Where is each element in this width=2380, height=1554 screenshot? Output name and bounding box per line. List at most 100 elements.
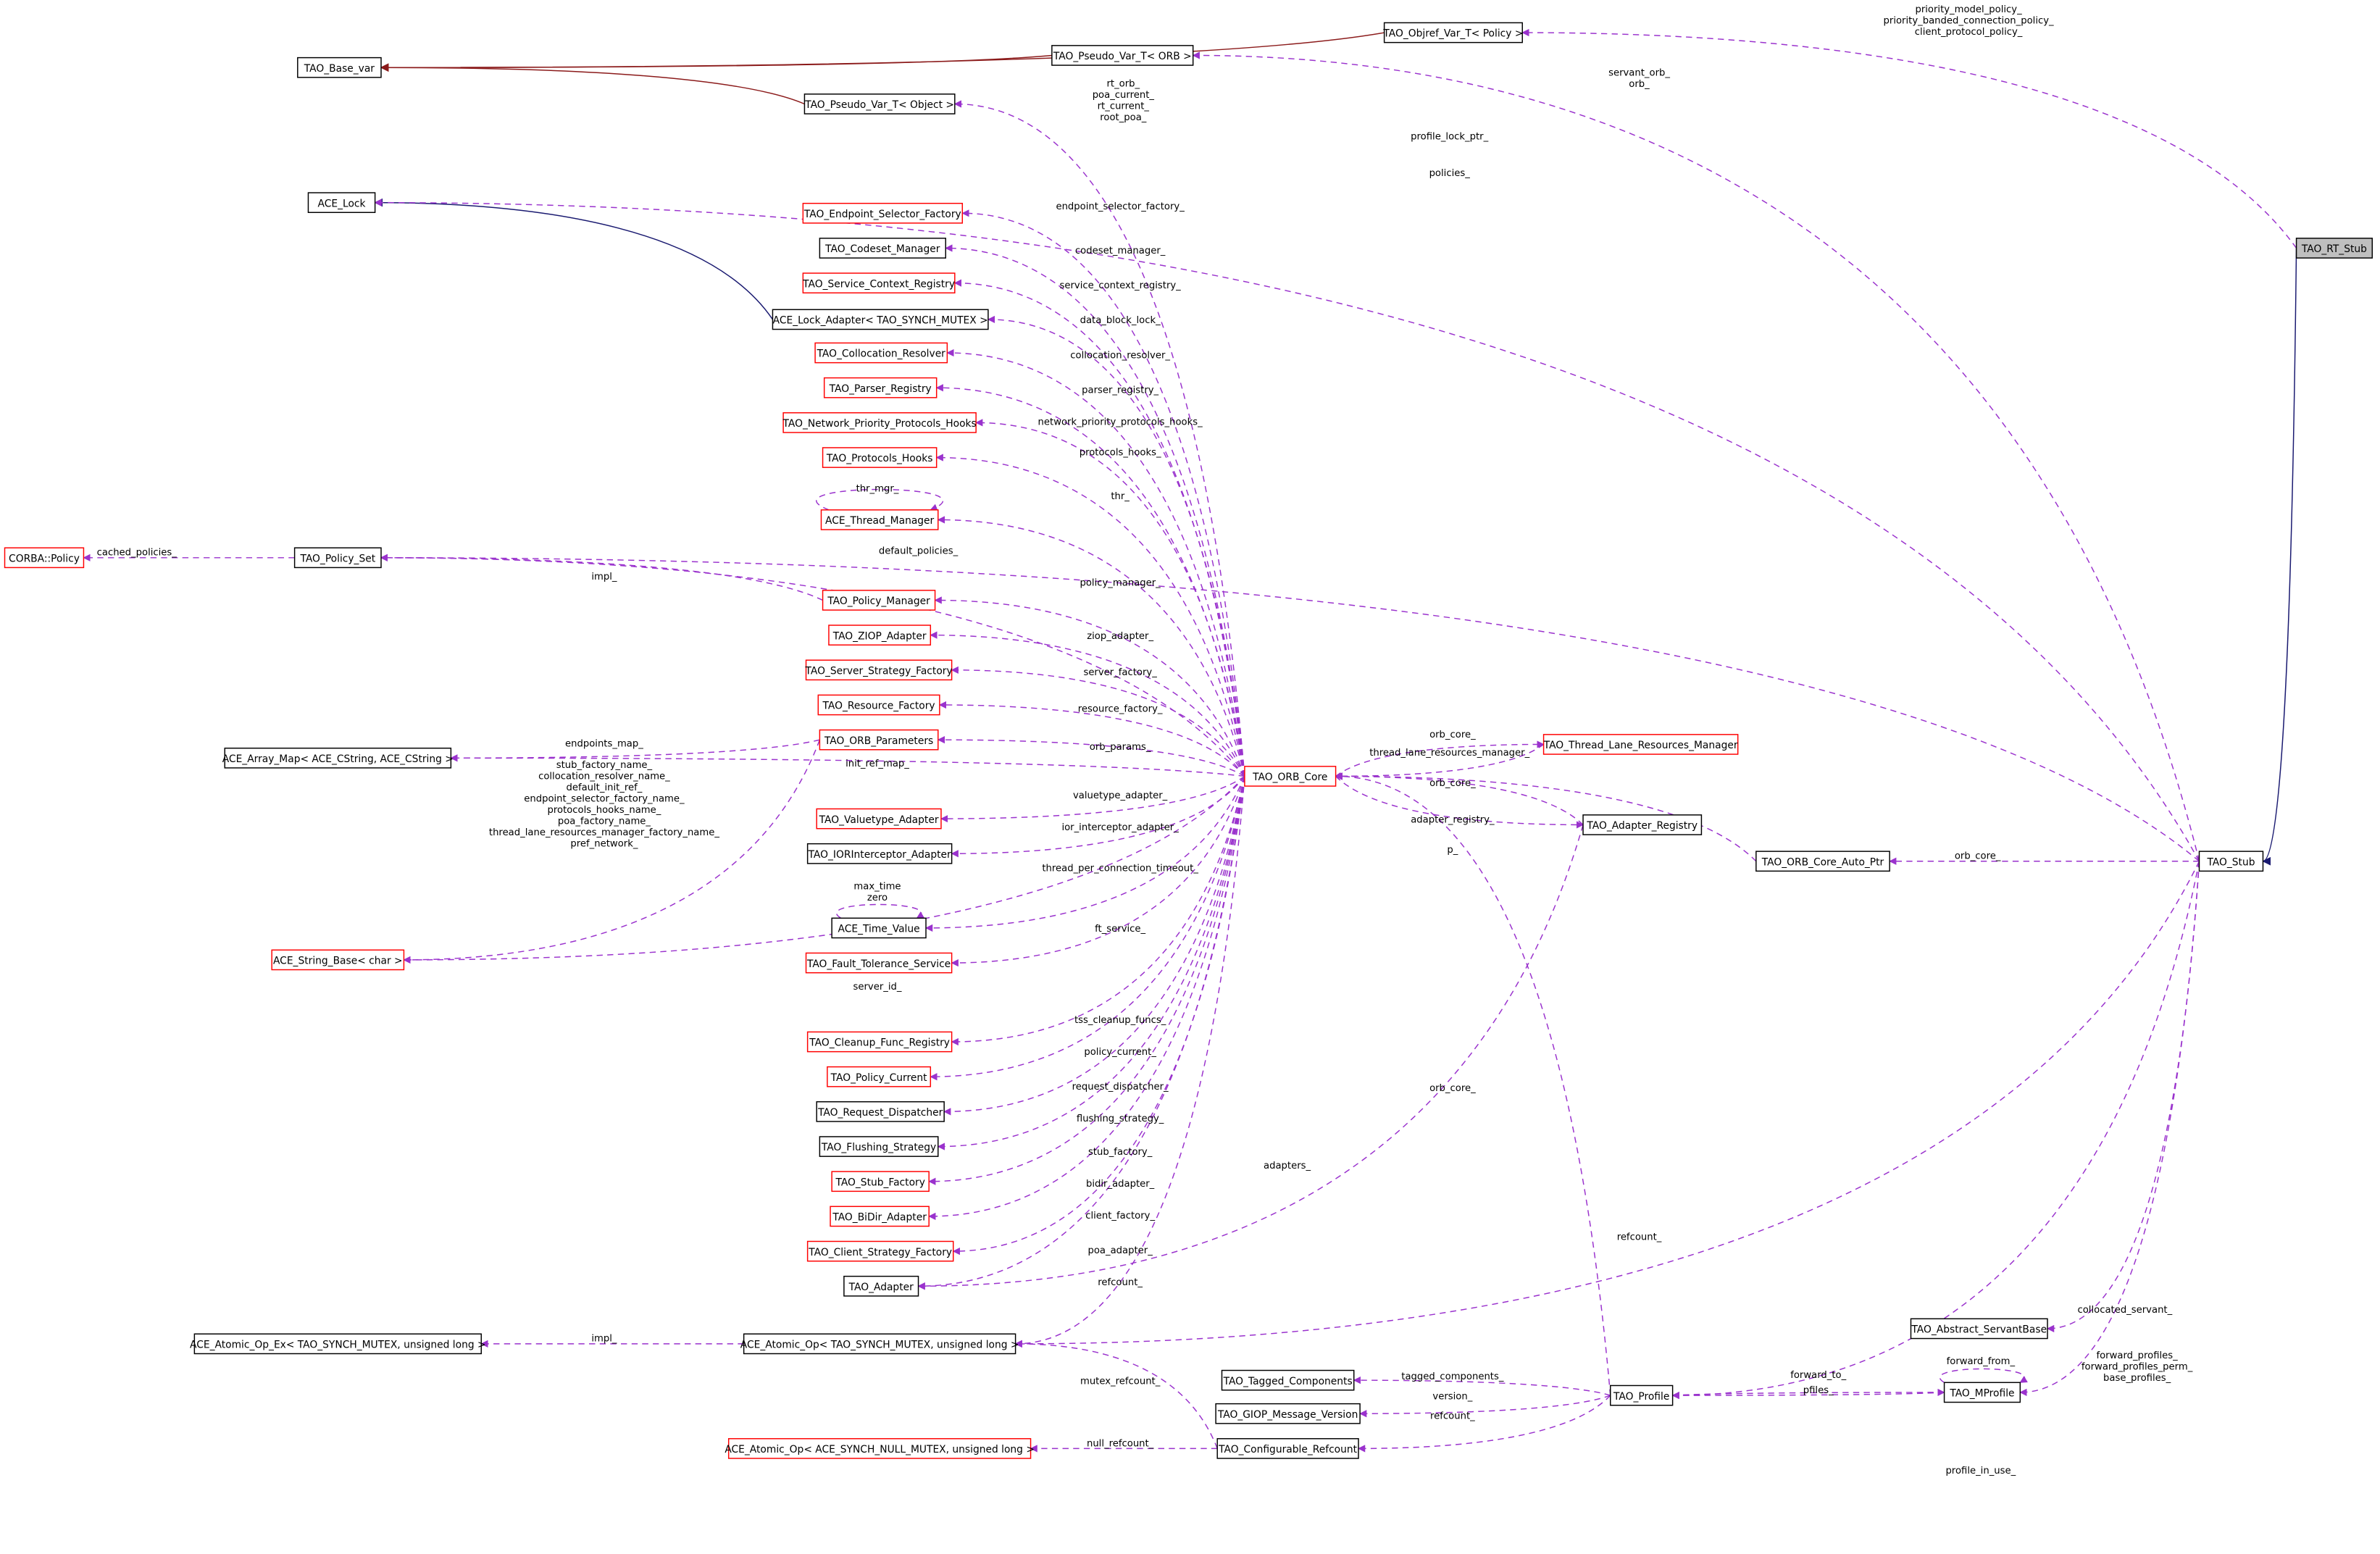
class-box: [819, 729, 939, 751]
edge-label: profile_in_use_: [1945, 1466, 2016, 1476]
class-name: ACE_Lock_Adapter< TAO_SYNCH_MUTEX >: [773, 315, 988, 327]
edge-label: thread_per_connection_timeout_: [1042, 863, 1198, 874]
edge-label: orb_core_: [1429, 778, 1476, 789]
edge-label: pref_network_: [570, 838, 638, 849]
class-name: TAO_Protocols_Hooks: [826, 453, 933, 464]
edge-core-adapter: [917, 776, 1245, 1290]
class-node-corba-policy[interactable]: CORBA::Policy: [4, 547, 85, 569]
class-node-time-value[interactable]: ACE_Time_Value: [831, 917, 927, 939]
class-node-flush[interactable]: TAO_Flushing_Strategy: [819, 1136, 939, 1157]
class-node-ssf[interactable]: TAO_Server_Strategy_Factory: [805, 659, 953, 681]
class-node-rt-stub[interactable]: TAO_RT_Stub: [2295, 238, 2373, 259]
class-node-base-var[interactable]: TAO_Base_var: [297, 57, 382, 78]
class-node-parser[interactable]: TAO_Parser_Registry: [823, 377, 938, 398]
class-box: [802, 202, 964, 224]
edge-core-bidir: [928, 776, 1245, 1221]
class-node-servant-base[interactable]: TAO_Abstract_ServantBase: [1910, 1318, 2048, 1340]
edge-label: client_factory_: [1085, 1211, 1155, 1221]
class-node-atomic[interactable]: ACE_Atomic_Op< TAO_SYNCH_MUTEX, unsigned…: [740, 1333, 1019, 1355]
class-box: [2295, 238, 2373, 259]
class-node-iorint[interactable]: TAO_IORInterceptor_Adapter: [806, 843, 953, 864]
edge-core-proth: [935, 454, 1245, 777]
edge-conf-atomic: [1014, 1340, 1218, 1449]
class-name: TAO_Endpoint_Selector_Factory: [803, 209, 961, 220]
class-node-pseudo-orb[interactable]: TAO_Pseudo_Var_T< ORB >: [1051, 45, 1194, 66]
class-node-string-base[interactable]: ACE_String_Base< char >: [271, 949, 405, 971]
class-node-bidir[interactable]: TAO_BiDir_Adapter: [830, 1206, 930, 1227]
class-node-profile[interactable]: TAO_Profile: [1610, 1384, 1674, 1406]
class-node-array-map[interactable]: ACE_Array_Map< ACE_CString, ACE_CString …: [222, 747, 454, 769]
class-node-csf[interactable]: TAO_Client_Strategy_Factory: [806, 1240, 954, 1262]
class-node-atomic-ex[interactable]: ACE_Atomic_Op_Ex< TAO_SYNCH_MUTEX, unsig…: [190, 1333, 486, 1355]
edge-label: tagged_components_: [1401, 1371, 1504, 1382]
class-node-coll-res[interactable]: TAO_Collocation_Resolver: [814, 342, 948, 364]
class-node-tlrm[interactable]: TAO_Thread_Lane_Resources_Manager: [1543, 734, 1739, 755]
class-node-nppH[interactable]: TAO_Network_Priority_Protocols_Hooks: [782, 412, 977, 433]
class-node-stub[interactable]: TAO_Stub: [2198, 851, 2264, 872]
class-node-orb-core[interactable]: TAO_ORB_Core: [1244, 766, 1337, 787]
edge-label: adapters_: [1264, 1161, 1311, 1171]
class-node-codeset[interactable]: TAO_Codeset_Manager: [819, 238, 946, 259]
edge-label: default_init_ref_: [566, 782, 642, 793]
class-node-scr[interactable]: TAO_Service_Context_Registry: [802, 272, 956, 294]
class-node-req-disp[interactable]: TAO_Request_Dispatcher: [816, 1101, 945, 1122]
class-box: [819, 1136, 939, 1157]
class-name: TAO_Base_var: [304, 63, 375, 75]
class-node-ziop[interactable]: TAO_ZIOP_Adapter: [828, 624, 932, 646]
class-box: [1051, 45, 1194, 66]
edge-core-lockad: [987, 315, 1245, 777]
class-node-adapter-reg[interactable]: TAO_Adapter_Registry: [1582, 814, 1703, 835]
class-name: TAO_Request_Dispatcher: [817, 1107, 943, 1119]
class-node-ace-lock[interactable]: ACE_Lock: [307, 192, 376, 213]
edge-label: priority_model_policy_: [1915, 4, 2022, 15]
class-name: TAO_Network_Priority_Protocols_Hooks: [782, 418, 977, 430]
edge-label: root_poa_: [1100, 112, 1147, 123]
class-box: [831, 917, 927, 939]
edge-pobj-base: [380, 63, 805, 105]
edge-label: orb_: [1629, 79, 1650, 90]
class-node-policy-mgr[interactable]: TAO_Policy_Manager: [822, 590, 936, 611]
class-node-tagged[interactable]: TAO_Tagged_Components: [1221, 1369, 1355, 1391]
class-node-auto-ptr[interactable]: TAO_ORB_Core_Auto_Ptr: [1755, 851, 1890, 872]
class-node-lock-adapter[interactable]: ACE_Lock_Adapter< TAO_SYNCH_MUTEX >: [772, 309, 989, 330]
class-node-protoH[interactable]: TAO_Protocols_Hooks: [822, 447, 938, 468]
class-box: [782, 412, 977, 433]
class-node-mprofile[interactable]: TAO_MProfile: [1943, 1382, 2021, 1403]
edge-core-flush: [937, 776, 1245, 1150]
edge-label: forward_from_: [1947, 1356, 2016, 1367]
class-node-resf[interactable]: TAO_Resource_Factory: [817, 694, 940, 716]
edge-label: tss_cleanup_funcs_: [1074, 1015, 1166, 1026]
edge-porb-base: [380, 54, 1052, 72]
class-node-valuetype[interactable]: TAO_Valuetype_Adapter: [816, 808, 942, 830]
class-node-orb-params[interactable]: TAO_ORB_Parameters: [819, 729, 939, 751]
class-node-policy-set[interactable]: TAO_Policy_Set: [293, 547, 382, 569]
class-node-pseudo-obj[interactable]: TAO_Pseudo_Var_T< Object >: [803, 93, 956, 114]
class-node-giop[interactable]: TAO_GIOP_Message_Version: [1215, 1403, 1361, 1424]
class-node-objref[interactable]: TAO_Objref_Var_T< Policy >: [1382, 22, 1523, 43]
class-node-stubf[interactable]: TAO_Stub_Factory: [831, 1171, 930, 1192]
edge-label: refcount_: [1098, 1277, 1143, 1288]
class-node-esf[interactable]: TAO_Endpoint_Selector_Factory: [802, 202, 964, 224]
class-box: [193, 1333, 482, 1355]
class-node-thr-mgr[interactable]: ACE_Thread_Manager: [820, 509, 939, 530]
class-box: [772, 309, 989, 330]
edge-label: poa_current_: [1093, 90, 1155, 101]
class-name: TAO_Configurable_Refcount: [1218, 1444, 1357, 1455]
edge-label: policy_current_: [1084, 1047, 1156, 1058]
class-node-fts[interactable]: TAO_Fault_Tolerance_Service: [805, 952, 953, 974]
edge-tlrm-core: [1335, 743, 1545, 780]
class-node-atomic-null[interactable]: ACE_Atomic_Op< ACE_SYNCH_NULL_MUTEX, uns…: [725, 1438, 1035, 1459]
class-box: [803, 93, 956, 114]
edge-layer: [83, 28, 2297, 1453]
edge-label: endpoint_selector_factory_: [1056, 201, 1185, 212]
edge-prof-conf: [1357, 1395, 1611, 1453]
edge-mprof-self: [1939, 1368, 2028, 1383]
class-name: TAO_ORB_Core: [1252, 772, 1327, 783]
class-node-conf-ref[interactable]: TAO_Configurable_Refcount: [1216, 1438, 1359, 1459]
class-name: ACE_Atomic_Op< ACE_SYNCH_NULL_MUTEX, uns…: [725, 1444, 1035, 1455]
class-node-adapter[interactable]: TAO_Adapter: [843, 1275, 919, 1297]
edge-label: servant_orb_: [1608, 68, 1670, 79]
class-node-cleanup[interactable]: TAO_Cleanup_Func_Registry: [806, 1031, 953, 1053]
class-name: TAO_Policy_Set: [299, 553, 375, 564]
class-node-policy-cur[interactable]: TAO_Policy_Current: [827, 1066, 932, 1087]
